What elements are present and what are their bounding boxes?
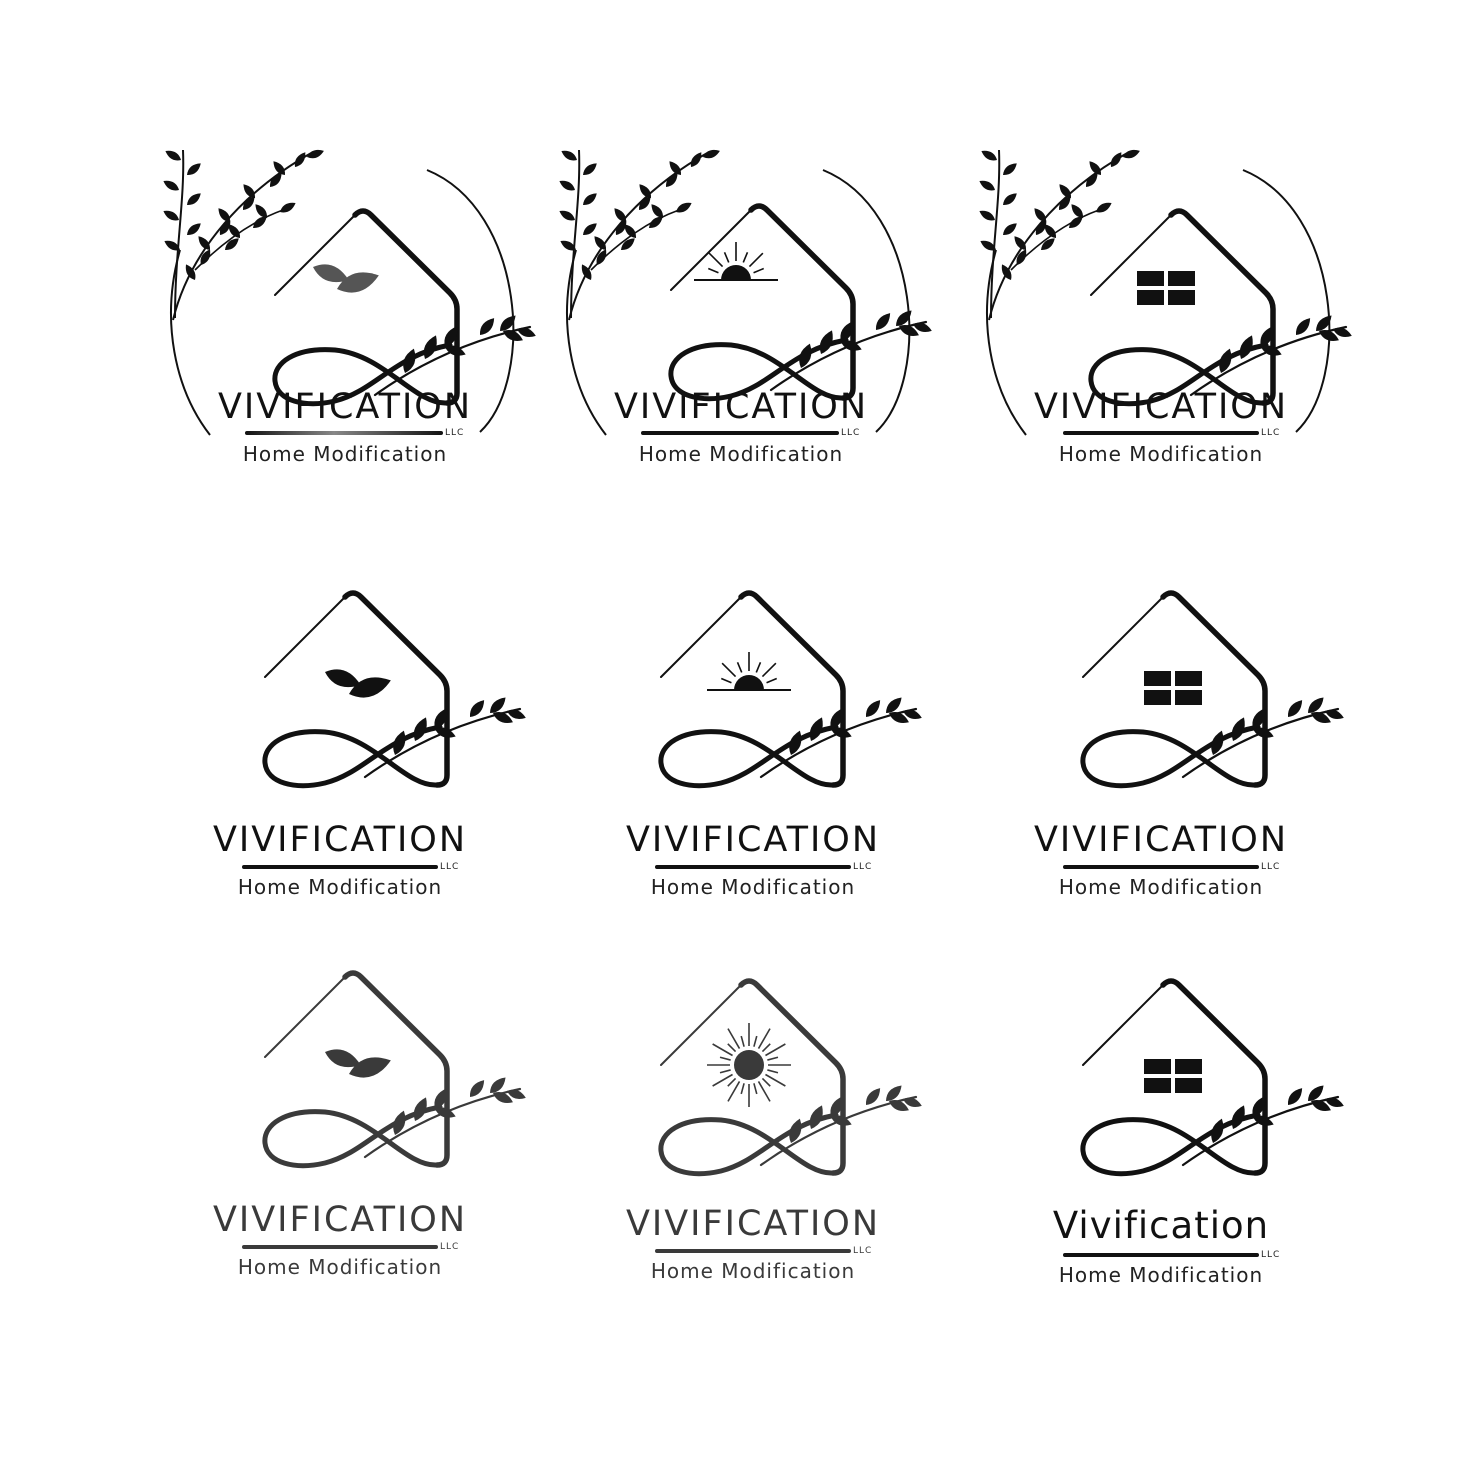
window-icon xyxy=(1144,671,1202,705)
brand-name: VIVIFICATION xyxy=(212,1200,468,1240)
house-outline xyxy=(272,208,536,407)
leaves-icon xyxy=(325,1049,391,1078)
infinity-loop xyxy=(262,1104,443,1169)
branch-icon xyxy=(363,1077,526,1159)
house-outline xyxy=(1080,978,1344,1177)
divider-rule xyxy=(242,1245,438,1249)
divider-rule xyxy=(1063,431,1259,435)
brand-name: Vivification xyxy=(1052,1204,1270,1247)
llc-suffix: LLC xyxy=(440,862,460,872)
divider-rule xyxy=(245,431,443,435)
divider-rule xyxy=(1063,1253,1259,1257)
infinity-loop xyxy=(1088,342,1269,407)
llc-suffix: LLC xyxy=(841,428,861,438)
logo-variant-9: Vivification LLC Home Modification xyxy=(951,953,1371,1353)
house-infinity-mark xyxy=(262,970,526,1169)
leafy-branch-icon xyxy=(559,149,720,321)
brand-name: VIVIFICATION xyxy=(625,1204,881,1244)
house-outline xyxy=(1088,208,1352,407)
tagline: Home Modification xyxy=(237,875,443,899)
logo-variant-5: VIVIFICATION LLC Home Modification xyxy=(543,565,963,965)
divider-rule xyxy=(655,865,851,869)
infinity-loop xyxy=(262,724,443,789)
tagline: Home Modification xyxy=(650,1259,856,1283)
brand-name: VIVIFICATION xyxy=(212,820,468,860)
house-infinity-mark xyxy=(262,590,526,789)
llc-suffix: LLC xyxy=(1261,862,1281,872)
leaves-icon xyxy=(325,669,391,698)
infinity-loop xyxy=(1080,1112,1261,1177)
brand-name: VIVIFICATION xyxy=(1033,387,1289,427)
house-infinity-mark xyxy=(163,149,536,436)
logo-variant-8: VIVIFICATION LLC Home Modification xyxy=(543,953,963,1353)
circle-frame xyxy=(163,149,515,436)
house-infinity-mark xyxy=(1080,978,1344,1177)
llc-suffix: LLC xyxy=(440,1242,460,1252)
house-outline xyxy=(668,203,932,402)
house-infinity-mark xyxy=(658,978,922,1177)
branch-icon xyxy=(373,315,536,397)
llc-suffix: LLC xyxy=(445,428,465,438)
sun-icon xyxy=(707,1023,791,1107)
tagline: Home Modification xyxy=(650,875,856,899)
house-infinity-mark xyxy=(979,149,1352,436)
house-outline xyxy=(1080,590,1344,789)
infinity-loop xyxy=(668,337,849,402)
infinity-loop xyxy=(1080,724,1261,789)
house-outline xyxy=(658,978,922,1177)
branch-icon xyxy=(1189,315,1352,397)
circle-frame xyxy=(559,149,911,436)
tagline: Home Modification xyxy=(638,442,844,466)
window-icon xyxy=(1137,271,1195,305)
branch-icon xyxy=(759,697,922,779)
house-outline xyxy=(658,590,922,789)
tagline: Home Modification xyxy=(237,1255,443,1279)
infinity-loop xyxy=(658,1112,839,1177)
logo-variant-2: VIVIFICATION LLC Home Modification xyxy=(531,130,951,530)
house-outline xyxy=(262,970,526,1169)
logo-variant-3: VIVIFICATION LLC Home Modification xyxy=(951,130,1371,530)
branch-icon xyxy=(759,1085,922,1167)
house-infinity-mark xyxy=(559,149,932,436)
tagline: Home Modification xyxy=(1058,1263,1264,1287)
house-infinity-mark xyxy=(658,590,922,789)
circle-frame xyxy=(979,149,1331,436)
llc-suffix: LLC xyxy=(853,862,873,872)
brand-name: VIVIFICATION xyxy=(613,387,869,427)
branch-icon xyxy=(1181,1085,1344,1167)
branch-icon xyxy=(1181,697,1344,779)
sunrise-icon xyxy=(707,652,791,691)
tagline: Home Modification xyxy=(1058,442,1264,466)
divider-rule xyxy=(641,431,839,435)
brand-name: VIVIFICATION xyxy=(217,387,473,427)
leafy-branch-icon xyxy=(163,149,324,321)
sunrise-icon xyxy=(694,242,778,281)
branch-icon xyxy=(769,310,932,392)
llc-suffix: LLC xyxy=(1261,428,1281,438)
branch-icon xyxy=(363,697,526,779)
infinity-loop xyxy=(658,724,839,789)
infinity-loop xyxy=(272,342,453,407)
logo-variant-6: VIVIFICATION LLC Home Modification xyxy=(951,565,1371,965)
leafy-branch-icon xyxy=(979,149,1140,321)
divider-rule xyxy=(1063,865,1259,869)
logo-variant-7: VIVIFICATION LLC Home Modification xyxy=(130,945,550,1345)
llc-suffix: LLC xyxy=(1261,1250,1281,1260)
house-outline xyxy=(262,590,526,789)
house-infinity-mark xyxy=(1080,590,1344,789)
leaves-icon xyxy=(313,264,379,293)
llc-suffix: LLC xyxy=(853,1246,873,1256)
brand-name: VIVIFICATION xyxy=(625,820,881,860)
divider-rule xyxy=(655,1249,851,1253)
tagline: Home Modification xyxy=(242,442,448,466)
brand-name: VIVIFICATION xyxy=(1033,820,1289,860)
divider-rule xyxy=(242,865,438,869)
logo-variant-4: VIVIFICATION LLC Home Modification xyxy=(130,565,550,965)
window-icon xyxy=(1144,1059,1202,1093)
logo-variant-1: VIVIFICATION LLC Home Modification xyxy=(135,130,555,530)
tagline: Home Modification xyxy=(1058,875,1264,899)
